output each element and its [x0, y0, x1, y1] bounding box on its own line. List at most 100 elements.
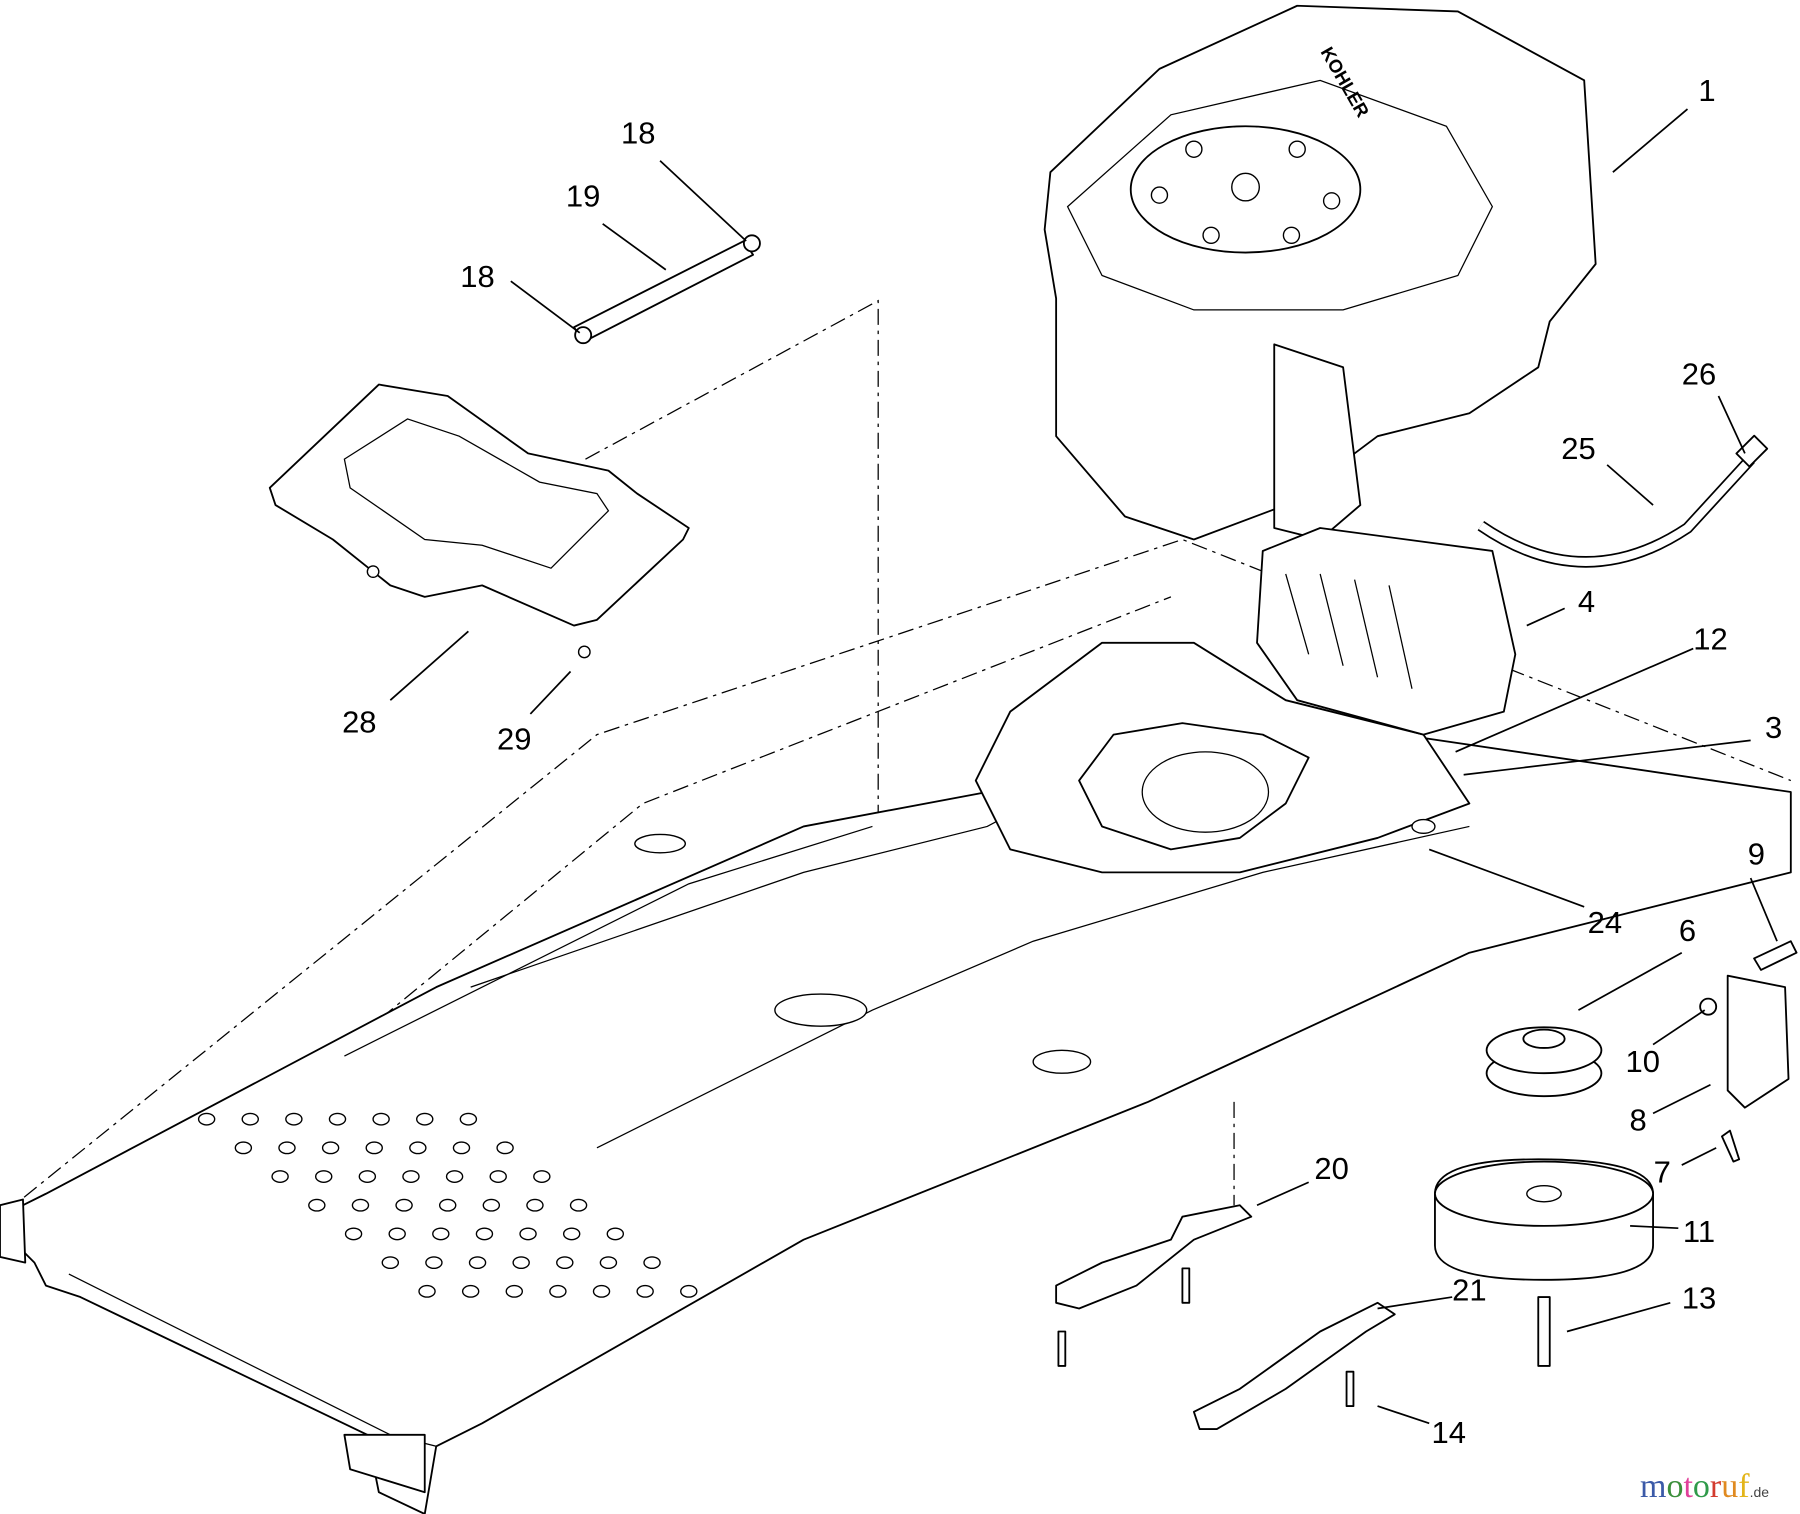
pan-hole: [643, 1256, 661, 1270]
pan-hole: [549, 1284, 567, 1298]
pan-hole: [680, 1284, 698, 1298]
pan-hole: [425, 1256, 443, 1270]
leader-line: [1652, 1083, 1711, 1115]
leader-line: [529, 670, 572, 715]
callout-18: 18: [460, 259, 494, 294]
callout-25: 25: [1561, 431, 1595, 466]
pan-hole: [636, 1284, 654, 1298]
pan-hole: [505, 1284, 524, 1298]
chassis-frame: [0, 641, 1792, 1514]
pan-hole: [388, 1227, 406, 1241]
pan-hole: [461, 1284, 480, 1298]
pan-hole: [459, 1112, 478, 1126]
pan-hole: [409, 1141, 427, 1155]
leader-line: [389, 630, 469, 701]
pan-hole: [489, 1170, 507, 1183]
leader-line: [510, 280, 581, 334]
leader-line: [1256, 1181, 1310, 1207]
callout-11: 11: [1683, 1214, 1715, 1249]
callout-20: 20: [1314, 1151, 1348, 1186]
pan-hole: [599, 1256, 618, 1270]
pan-hole: [197, 1112, 216, 1126]
callout-8: 8: [1630, 1103, 1647, 1138]
pan-hole: [402, 1170, 420, 1183]
callout-21: 21: [1452, 1273, 1486, 1308]
leader-line: [1681, 1147, 1717, 1166]
pan-hole: [512, 1256, 530, 1270]
leader-line: [602, 223, 667, 271]
callout-28: 28: [342, 704, 376, 739]
pan-hole: [351, 1198, 370, 1212]
callout-13: 13: [1682, 1281, 1716, 1316]
leader-line: [1377, 1405, 1430, 1425]
pan-hole: [358, 1170, 377, 1183]
pan-hole: [234, 1141, 253, 1155]
watermark-letter: f: [1738, 1468, 1750, 1505]
pan-hole: [241, 1112, 259, 1126]
pan-hole: [395, 1198, 413, 1212]
callout-18: 18: [621, 115, 655, 150]
pan-hole: [416, 1112, 434, 1126]
pan-hole: [475, 1227, 494, 1241]
callout-9: 9: [1748, 836, 1765, 871]
pan-hole: [468, 1256, 487, 1270]
pan-hole: [271, 1170, 289, 1183]
callout-26: 26: [1682, 357, 1716, 392]
leader-line: [1606, 464, 1654, 506]
callout-24: 24: [1588, 905, 1622, 940]
callout-4: 4: [1578, 584, 1595, 619]
pan-hole: [569, 1198, 588, 1212]
callout-3: 3: [1765, 710, 1782, 745]
callout-6: 6: [1679, 913, 1696, 948]
leader-line: [1749, 877, 1778, 942]
floor-pan-holes: [197, 1112, 698, 1298]
pan-hole: [482, 1198, 501, 1212]
leader-line: [1566, 1301, 1671, 1333]
callout-1: 1: [1698, 73, 1715, 108]
pan-hole: [285, 1112, 303, 1126]
pan-hole: [278, 1141, 296, 1155]
pan-hole: [438, 1198, 457, 1212]
watermark-letter: m: [1640, 1468, 1667, 1505]
leader-line: [1377, 1296, 1453, 1310]
engine: KOHLER: [1043, 4, 1597, 736]
watermark-letter: t: [1683, 1468, 1693, 1505]
leader-line: [1630, 1225, 1679, 1230]
pan-hole: [344, 1227, 363, 1241]
pan-hole: [328, 1112, 347, 1126]
watermark-letter: u: [1721, 1468, 1739, 1505]
tube-and-clamps: [573, 234, 761, 345]
pan-hole: [606, 1227, 625, 1241]
pan-hole: [321, 1141, 340, 1155]
callout-19: 19: [566, 179, 600, 214]
pan-hole: [526, 1198, 544, 1212]
leader-line: [1428, 848, 1585, 908]
pan-hole: [381, 1256, 400, 1270]
watermark-letter: o: [1666, 1468, 1684, 1505]
pan-hole: [418, 1284, 436, 1298]
leader-line: [1612, 108, 1689, 173]
leader-line: [1578, 951, 1683, 1011]
leader-line: [1526, 607, 1566, 627]
pan-hole: [452, 1141, 471, 1155]
leader-line: [1652, 1009, 1706, 1046]
watermark-text: motoruf: [1640, 1468, 1750, 1505]
fuel-line: [1477, 434, 1769, 568]
pan-hole: [308, 1198, 326, 1212]
leader-line: [1463, 739, 1751, 776]
callout-12: 12: [1693, 622, 1727, 657]
callout-7: 7: [1654, 1154, 1671, 1189]
brackets: [1055, 1204, 1396, 1430]
pan-hole: [556, 1256, 574, 1270]
callout-29: 29: [497, 722, 531, 757]
pan-hole: [372, 1112, 390, 1126]
pan-hole: [432, 1227, 450, 1241]
pan-hole: [365, 1141, 383, 1155]
pan-hole: [533, 1170, 551, 1183]
watermark-logo: motoruf.de: [1640, 1468, 1769, 1506]
pan-hole: [315, 1170, 333, 1183]
cover-plate: [268, 383, 690, 659]
pan-hole: [519, 1227, 537, 1241]
leader-line: [1455, 647, 1694, 753]
pto-parts: [1434, 940, 1798, 1367]
